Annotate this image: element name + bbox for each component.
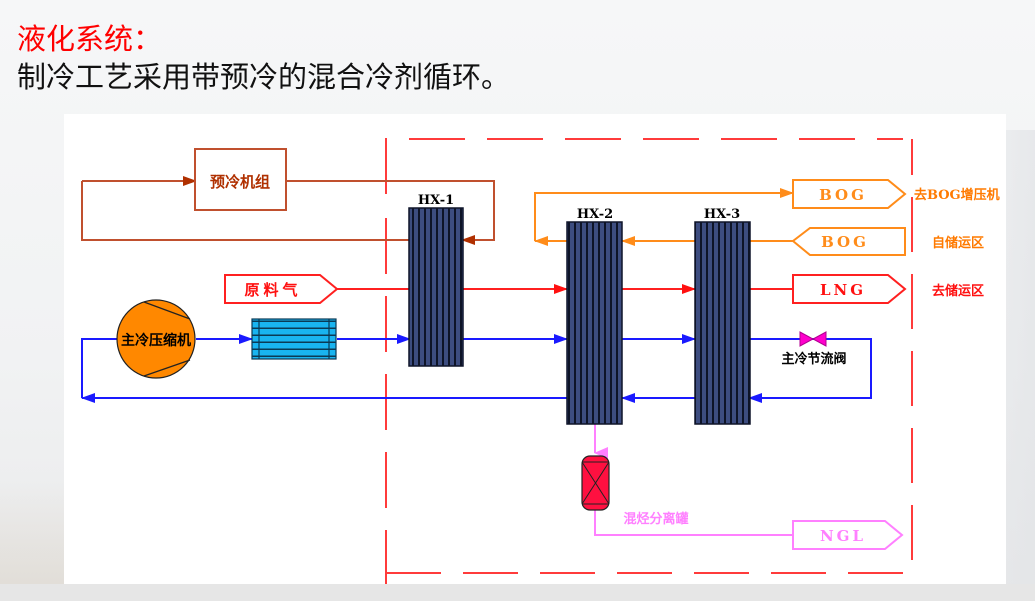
throttle-valve-icon	[799, 331, 827, 347]
ngl-line	[594, 424, 904, 550]
lng-label: LNG	[820, 281, 866, 299]
hx3-label: HX-3	[704, 207, 740, 222]
ngl-label: NGL	[820, 527, 866, 545]
ngl-terminal	[792, 520, 904, 550]
precool-unit-label: 预冷机组	[210, 173, 270, 191]
process-boundary	[385, 138, 913, 584]
bog-out-destination: 去BOG增压机	[914, 187, 1000, 203]
bog-in-terminal	[791, 227, 906, 256]
hx1-label: HX-1	[418, 193, 454, 208]
background-decoration	[0, 480, 70, 601]
throttle-valve-label: 主冷节流阀	[781, 351, 846, 367]
feed-gas-label: 原料气	[244, 281, 301, 299]
bog-lines	[534, 179, 907, 256]
precool-unit-box	[194, 148, 287, 211]
separator-drum	[581, 455, 610, 511]
slide-subtitle: 制冷工艺采用带预冷的混合冷剂循环。	[17, 60, 511, 94]
feed-gas-terminal	[224, 274, 339, 304]
hx2-label: HX-2	[577, 207, 613, 222]
hx2-heat-exchanger	[566, 221, 623, 425]
bog-out-terminal	[792, 179, 907, 209]
compressor-label: 主冷压缩机	[121, 332, 191, 349]
hx1-heat-exchanger	[408, 207, 464, 367]
feed-gas-line	[224, 274, 907, 304]
aftercooler	[251, 318, 337, 360]
lng-terminal	[792, 274, 907, 304]
refrigerant-loop	[81, 334, 872, 403]
separator-label: 混烃分离罐	[623, 511, 688, 527]
bog-out-label: BOG	[819, 186, 867, 204]
main-compressor	[116, 299, 196, 379]
slide-title: 液化系统：	[17, 22, 163, 56]
bog-in-label: BOG	[821, 233, 869, 251]
precool-loop	[81, 148, 495, 245]
lng-destination: 去储运区	[932, 283, 984, 299]
footer-band	[0, 584, 1035, 601]
hx3-heat-exchanger	[694, 221, 751, 425]
bog-in-destination: 自储运区	[932, 235, 984, 251]
